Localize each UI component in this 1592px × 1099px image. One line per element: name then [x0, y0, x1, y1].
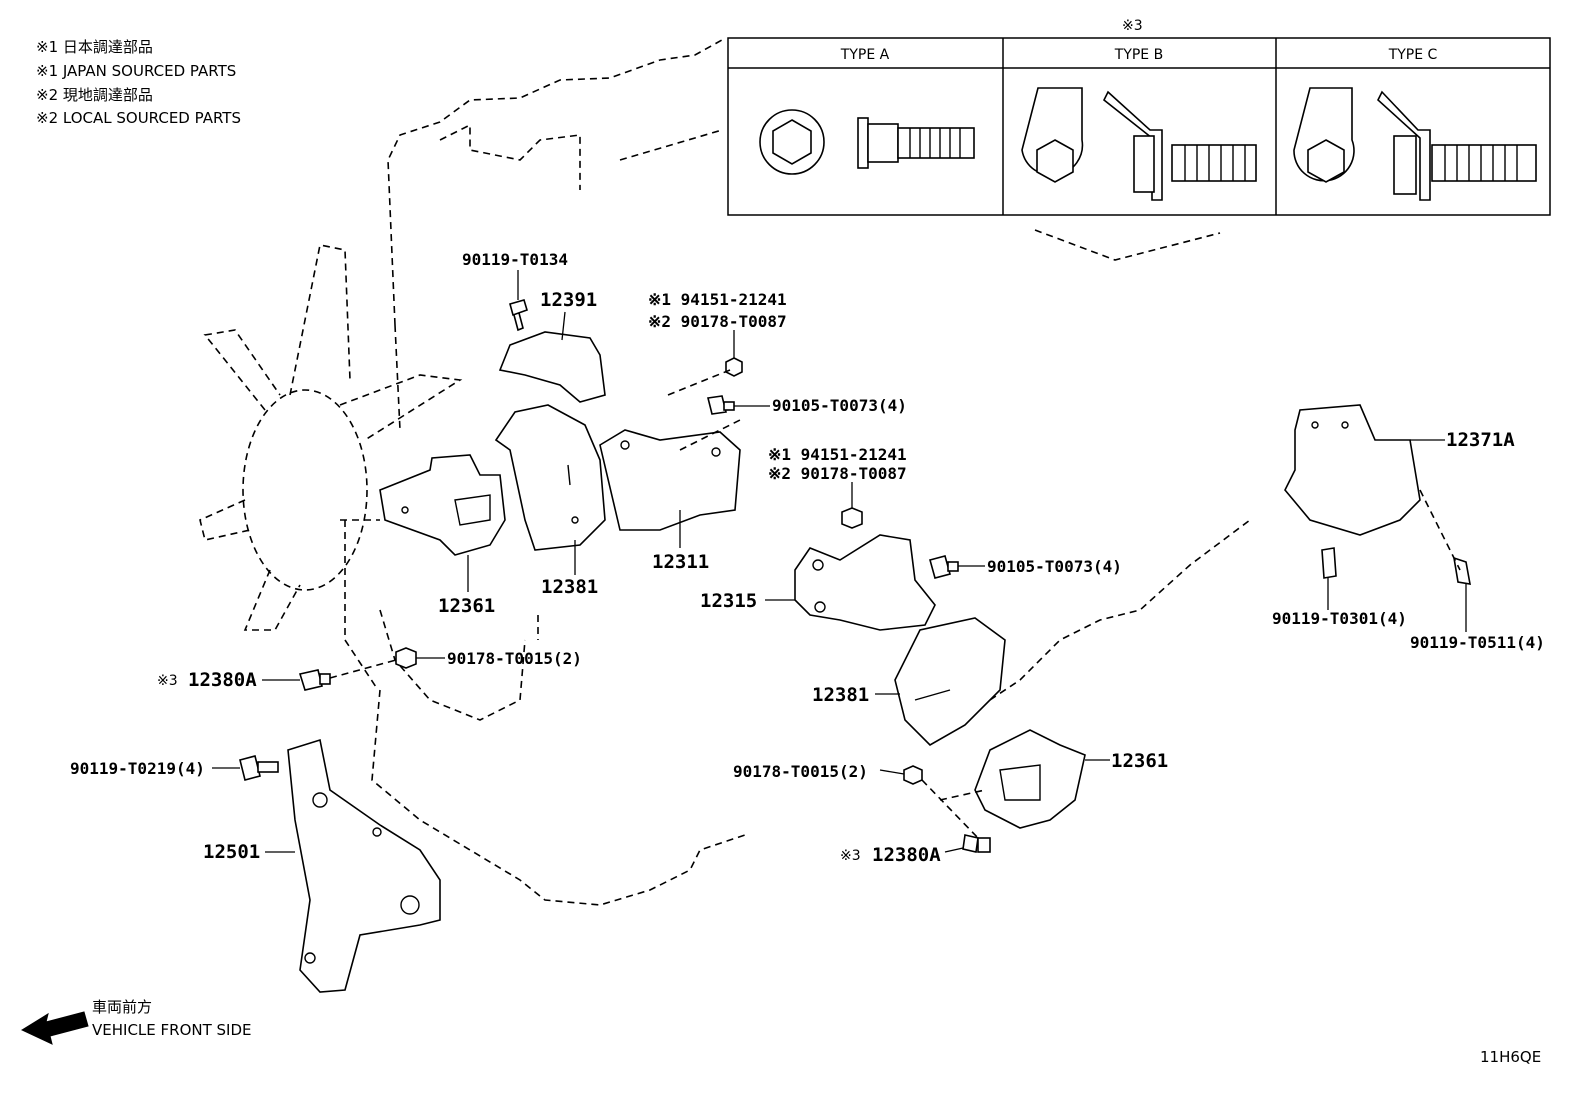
nut-94151-left — [725, 357, 743, 377]
note-japan-jp: ※1 日本調達部品 — [36, 38, 153, 56]
diagram-code: 11H6QE — [1480, 1048, 1541, 1066]
label-leaders — [212, 270, 1467, 853]
bolt-type-table: ※3 TYPE A TYPE B TYPE C — [727, 18, 1551, 216]
bolt-90119-t0219 — [239, 755, 279, 781]
bolt-90119-t0134 — [509, 299, 528, 332]
label-90178-t0087-a: ※2 90178-T0087 — [648, 312, 787, 331]
leader-12380a-right — [921, 779, 981, 841]
type-a-bolt-icon — [759, 109, 975, 175]
source-notes: ※1 日本調達部品 ※1 JAPAN SOURCED PARTS ※2 現地調達… — [36, 38, 241, 127]
label-90178-t0087-b: ※2 90178-T0087 — [768, 464, 907, 483]
engine-lower-detail — [379, 609, 526, 721]
bolt-90105-left — [707, 395, 735, 415]
fan-blade-upper-left — [203, 329, 281, 411]
front-label-en: VEHICLE FRONT SIDE — [92, 1021, 252, 1039]
label-12391: 12391 — [540, 289, 597, 311]
type-table-pointer — [1034, 229, 1221, 261]
label-90119-t0219: 90119-T0219(4) — [70, 759, 205, 778]
note-local-en: ※2 LOCAL SOURCED PARTS — [36, 109, 241, 127]
engine-rear-edge — [989, 519, 1251, 701]
engine-outline — [371, 39, 1251, 906]
label-90105-t0073-a: 90105-T0073(4) — [772, 396, 907, 415]
label-90105-t0073-b: 90105-T0073(4) — [987, 557, 1122, 576]
engine-top-edge — [387, 39, 723, 326]
engine-bottom-edge — [371, 689, 746, 906]
part-12361-insulator-right — [974, 729, 1086, 829]
bolt-90178-t0015-right — [903, 765, 923, 785]
type-table-marker: ※3 — [1122, 18, 1143, 34]
bolt-12380a-right — [962, 834, 991, 853]
fan-blade-right — [339, 374, 463, 441]
engine-upper-detail — [439, 123, 581, 190]
label-90178-t0015-b: 90178-T0015(2) — [733, 762, 868, 781]
label-12371a: 12371A — [1446, 429, 1515, 451]
bolt-90119-t0511 — [1452, 556, 1471, 585]
bolt-12380a-left — [298, 669, 331, 691]
label-12315: 12315 — [700, 590, 757, 612]
label-94151-21241-b: ※1 94151-21241 — [768, 445, 907, 464]
vehicle-front-indicator: 車両前方 VEHICLE FRONT SIDE — [20, 998, 252, 1045]
type-c-header: TYPE C — [1388, 47, 1438, 63]
part-12361-insulator-left — [379, 454, 506, 556]
engine-ref-line — [619, 129, 723, 161]
label-12381-a: 12381 — [541, 576, 598, 598]
label-94151-21241-a: ※1 94151-21241 — [648, 290, 787, 309]
part-12371a-mount-bracket — [1284, 404, 1421, 536]
label-mark3-b: ※3 — [840, 848, 861, 864]
label-12361-b: 12361 — [1111, 750, 1168, 772]
fan-blade-top — [289, 244, 351, 396]
note-local-jp: ※2 現地調達部品 — [36, 86, 153, 104]
label-12380a-b: 12380A — [872, 844, 941, 866]
label-12381-b: 12381 — [812, 684, 869, 706]
label-12361-a: 12361 — [438, 595, 495, 617]
front-arrow-icon — [20, 1011, 89, 1045]
front-label-jp: 車両前方 — [92, 998, 152, 1016]
part-12501-engine-bracket — [287, 738, 441, 993]
label-90119-t0301: 90119-T0301(4) — [1272, 609, 1407, 628]
type-b-header: TYPE B — [1114, 47, 1163, 63]
fan-hub — [242, 389, 368, 591]
label-90119-t0511: 90119-T0511(4) — [1410, 633, 1545, 652]
leader-12380a-left — [329, 659, 397, 679]
leader-12361-right — [939, 789, 986, 801]
type-b-bolt-icon — [1021, 87, 1257, 201]
bolt-90178-t0015-left — [395, 647, 417, 669]
part-12391-insulator-cover — [498, 331, 606, 403]
fan-lower-line — [344, 520, 379, 691]
part-12381-mount-bracket-left — [494, 404, 606, 551]
fan-blade-lower — [243, 569, 301, 631]
type-c-bolt-icon — [1293, 87, 1537, 201]
part-12311-mount-bracket — [599, 429, 741, 531]
nut-94151-right — [841, 507, 863, 529]
leader-t0511 — [1419, 489, 1461, 571]
label-90178-t0015-a: 90178-T0015(2) — [447, 649, 582, 668]
fan-blade-left — [199, 499, 251, 541]
part-12381-mount-bracket-right — [894, 617, 1006, 746]
part-12315-mount-bracket — [794, 534, 936, 631]
type-a-header: TYPE A — [840, 47, 890, 63]
label-12380a-a: 12380A — [188, 669, 257, 691]
label-mark3-a: ※3 — [157, 673, 178, 689]
label-12501: 12501 — [203, 841, 260, 863]
cooling-fan — [199, 244, 463, 691]
type-table-frame — [727, 37, 1551, 216]
note-japan-en: ※1 JAPAN SOURCED PARTS — [36, 62, 236, 80]
leader-nut-left — [667, 369, 731, 396]
label-90119-t0134: 90119-T0134 — [462, 250, 568, 269]
part-labels: 90119-T0134 12391 ※1 94151-21241 ※2 9017… — [70, 250, 1545, 866]
engine-front-edge — [394, 324, 401, 431]
bolt-90119-t0301 — [1321, 547, 1337, 579]
bolt-90105-right — [929, 555, 959, 579]
label-12311: 12311 — [652, 551, 709, 573]
